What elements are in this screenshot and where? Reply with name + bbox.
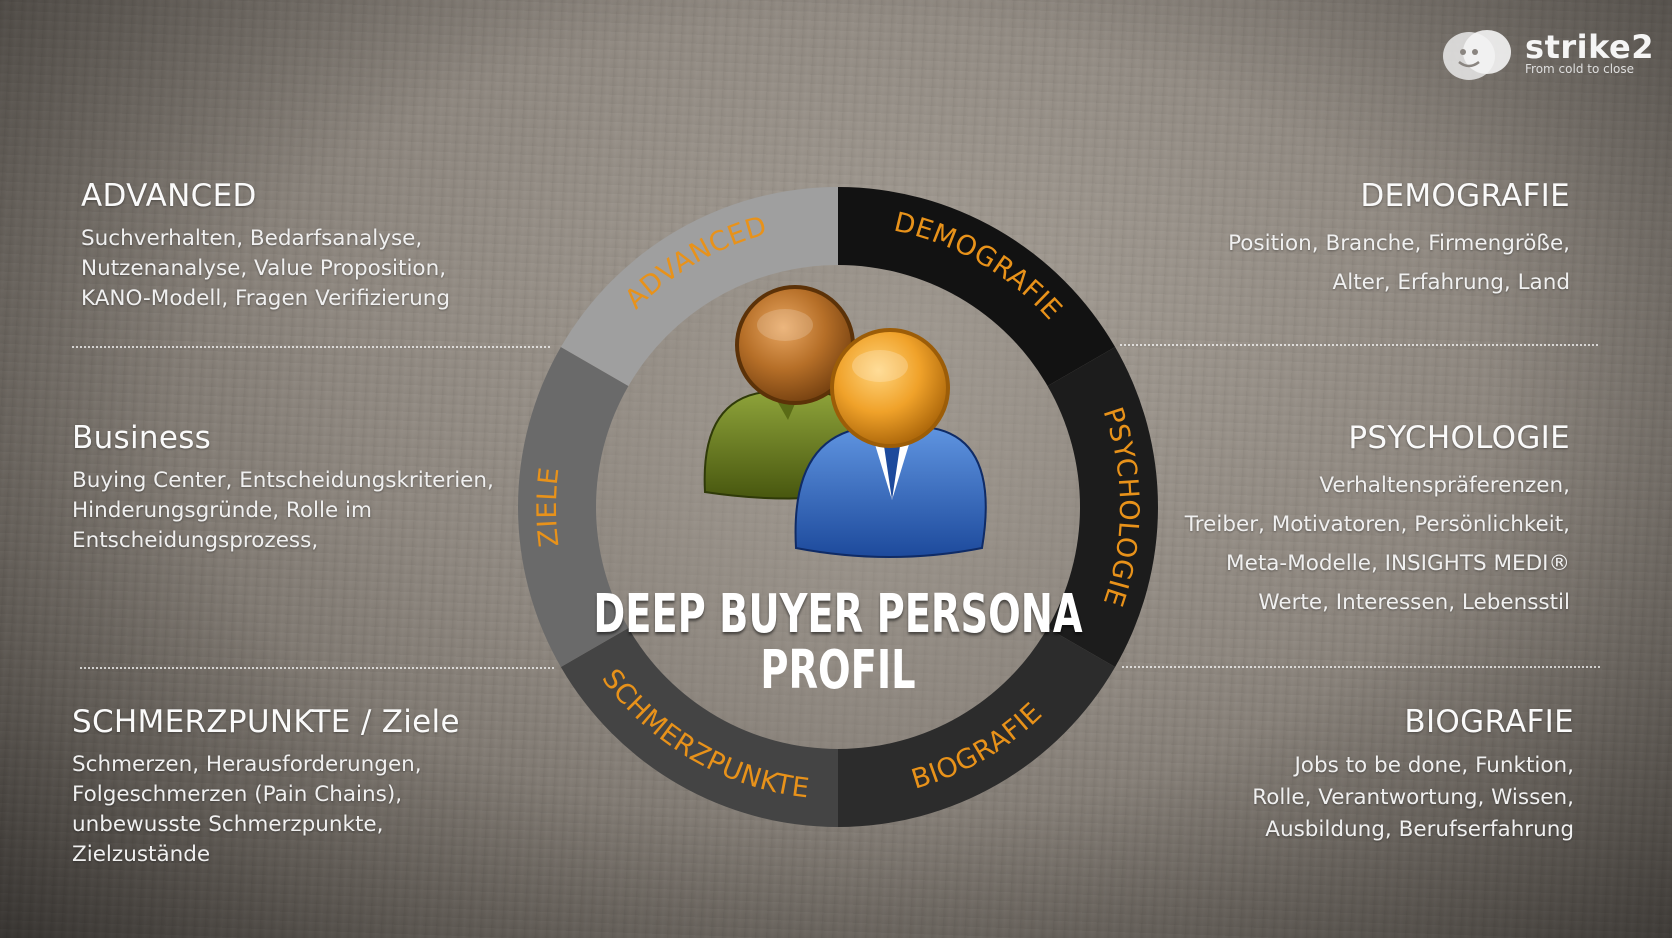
buyer-persona-icon xyxy=(703,285,987,558)
section-demografie-title: DEMOGRAFIE xyxy=(1360,178,1570,214)
divider-right-top xyxy=(1120,344,1598,346)
person-front-icon xyxy=(794,328,987,558)
section-biografie-title: BIOGRAFIE xyxy=(1404,704,1574,740)
center-title-line2: PROFIL xyxy=(760,640,915,702)
section-schmerzpunkte: SCHMERZPUNKTE / Ziele Schmerzen, Herausf… xyxy=(72,704,460,870)
person-back-icon xyxy=(703,285,872,500)
ring-label-ziele: ZIELE xyxy=(532,465,566,548)
divider-left-bottom xyxy=(80,667,554,669)
section-advanced-text: Suchverhalten, Bedarfsanalyse, Nutzenana… xyxy=(81,226,450,311)
logo-name: strike2 xyxy=(1525,28,1654,66)
section-demografie: DEMOGRAFIE Position, Branche, Firmengröß… xyxy=(1228,178,1570,302)
section-psychologie: PSYCHOLOGIE Verhaltenspräferenzen, Treib… xyxy=(1185,420,1570,622)
ring-segments xyxy=(518,187,1158,827)
ring-segment-schmerzpunkte xyxy=(560,628,838,827)
section-psychologie-title: PSYCHOLOGIE xyxy=(1348,420,1570,456)
section-psychologie-text: Verhaltenspräferenzen, Treiber, Motivato… xyxy=(1184,473,1570,615)
ring-segment-biografie xyxy=(838,628,1116,827)
divider-right-bottom xyxy=(1122,666,1600,668)
ring-segment-psychologie xyxy=(1047,347,1158,667)
ring-segment-advanced xyxy=(560,187,838,386)
section-business: Business Buying Center, Entscheidungskri… xyxy=(72,420,494,556)
section-advanced-title: ADVANCED xyxy=(81,178,257,214)
section-biografie: BIOGRAFIE Jobs to be done, Funktion, Rol… xyxy=(1252,704,1574,846)
section-business-text: Buying Center, Entscheidungskriterien, H… xyxy=(72,468,494,553)
section-schmerzpunkte-text: Schmerzen, Herausforderungen, Folgeschme… xyxy=(72,752,422,867)
ring-segment-demografie xyxy=(838,187,1116,386)
logo-tagline: From cold to close xyxy=(1525,62,1635,76)
section-advanced: ADVANCED Suchverhalten, Bedarfsanalyse, … xyxy=(72,178,450,314)
center-title-line1: DEEP BUYER PERSONA xyxy=(593,584,1082,646)
section-biografie-text: Jobs to be done, Funktion, Rolle, Verant… xyxy=(1252,753,1574,842)
strike2-logo: strike2 From cold to close xyxy=(1439,26,1654,82)
section-schmerzpunkte-title: SCHMERZPUNKTE / Ziele xyxy=(72,704,460,740)
divider-left-top xyxy=(72,346,550,348)
section-business-title: Business xyxy=(72,420,212,456)
ring-segment-ziele xyxy=(518,347,629,667)
smiley-logo-icon xyxy=(1443,30,1512,80)
section-demografie-text: Position, Branche, Firmengröße, Alter, E… xyxy=(1228,231,1570,295)
